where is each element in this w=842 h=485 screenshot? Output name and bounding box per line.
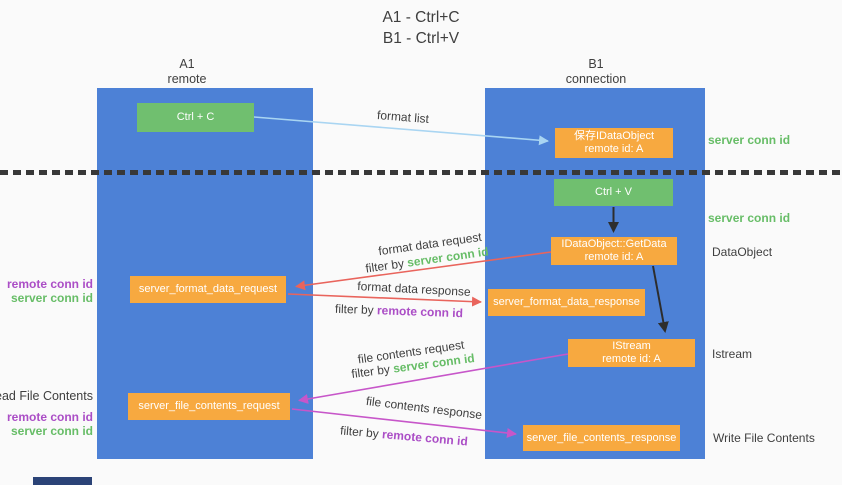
label-server-conn-id-top: server conn id [708, 133, 791, 147]
node-format-request-label: server_format_data_request [138, 283, 278, 295]
label-istream: Istream [712, 347, 753, 361]
label-remote-conn-id-2: remote conn id [6, 410, 93, 424]
column-header-b1: B1 connection [526, 57, 666, 86]
label-server-conn-id-2: server conn id [10, 424, 93, 438]
title-line-2: B1 - Ctrl+V [382, 30, 460, 47]
filter-by-text: filter by [364, 256, 405, 276]
node-server-format-data-request: server_format_data_request [130, 276, 286, 303]
filter-by-text: filter by [334, 301, 374, 318]
node-save-idataobject: 保存IDataObject remote id: A [555, 128, 673, 158]
filter-by-text: filter by [350, 362, 391, 382]
node-format-response-label: server_format_data_response [493, 296, 640, 308]
node-save-idataobject-line2: remote id: A [584, 143, 644, 155]
label-write-file-contents: Write File Contents [713, 431, 815, 445]
arrow-label-filter-by-remote-1: filter by remote conn id [335, 302, 463, 320]
node-ctrl-v-label: Ctrl + V [595, 186, 632, 198]
arrow-label-format-data-response: format data response [357, 279, 471, 299]
filter-remote-conn-id: remote conn id [381, 427, 469, 449]
column-a1-name: A1 [179, 57, 195, 71]
arrow-label-filter-by-remote-2: filter by remote conn id [340, 423, 469, 448]
label-read-file-contents-block: Read File Contents [0, 389, 93, 403]
node-getdata-line1: IDataObject::GetData [561, 238, 667, 250]
title-line-1: A1 - Ctrl+C [382, 9, 460, 26]
node-ctrl-c: Ctrl + C [137, 103, 254, 132]
node-server-file-contents-request: server_file_contents_request [128, 393, 290, 420]
node-idataobject-getdata: IDataObject::GetData remote id: A [551, 237, 677, 265]
node-server-file-contents-response: server_file_contents_response [523, 425, 680, 451]
node-save-idataobject-line1: 保存IDataObject [573, 130, 655, 142]
node-istream-line2: remote id: A [602, 353, 661, 365]
node-server-format-data-response: server_format_data_response [488, 289, 645, 316]
label-dataobject: DataObject [712, 245, 773, 259]
node-file-request-label: server_file_contents_request [138, 400, 280, 412]
node-ctrl-v: Ctrl + V [554, 179, 673, 206]
filter-remote-conn-id: remote conn id [376, 303, 464, 321]
arrow-label-format-list: format list [376, 107, 430, 127]
column-a1-subtitle: remote [167, 71, 207, 86]
label-read-file-contents: Read File Contents [0, 389, 93, 403]
label-server-conn-id-1: server conn id [10, 291, 93, 305]
label-server-conn-id-mid: server conn id [708, 211, 791, 225]
node-istream-line1: IStream [612, 340, 651, 352]
label-block-conn-ids-1: remote conn id server conn id [7, 277, 93, 305]
diagram-title: A1 - Ctrl+C B1 - Ctrl+V [0, 7, 842, 49]
window-fragment [33, 477, 92, 485]
column-b1-name: B1 [588, 57, 604, 71]
node-istream: IStream remote id: A [568, 339, 695, 367]
column-header-a1: A1 remote [117, 57, 257, 86]
label-block-conn-ids-2: remote conn id server conn id [7, 410, 93, 438]
node-ctrl-c-label: Ctrl + C [176, 111, 215, 123]
column-b1-subtitle: connection [565, 71, 627, 86]
filter-by-text: filter by [339, 423, 380, 441]
node-getdata-line2: remote id: A [584, 251, 644, 263]
node-file-response-label: server_file_contents_response [526, 431, 677, 444]
label-remote-conn-id-1: remote conn id [6, 277, 93, 291]
arrow-label-file-contents-response: file contents response [365, 393, 483, 423]
